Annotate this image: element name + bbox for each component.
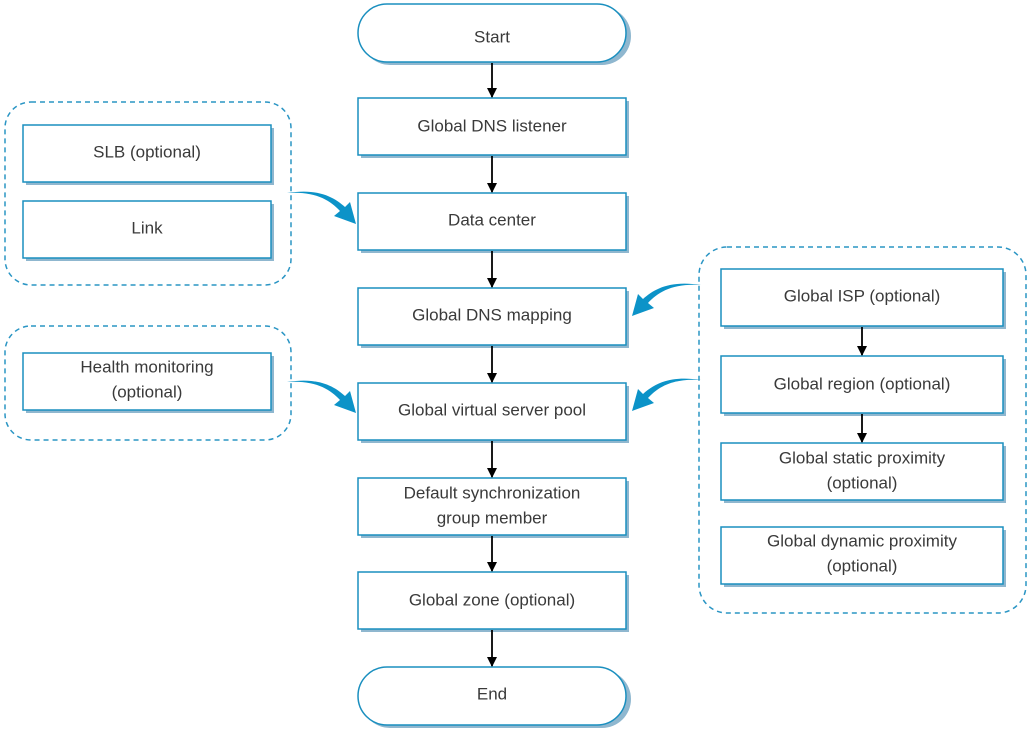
- health-node: Health monitoring (optional): [22, 352, 274, 413]
- data-center-node: Data center: [357, 192, 629, 253]
- curved-arrow-health-to-pool: [287, 380, 356, 413]
- vs-pool-label: Global virtual server pool: [398, 400, 586, 419]
- sync-member-node: Default synchronization group member: [357, 477, 629, 538]
- health-label-line2: (optional): [112, 382, 183, 401]
- static-proximity-label-line2: (optional): [827, 473, 898, 492]
- dns-listener-label: Global DNS listener: [417, 116, 567, 135]
- health-label-line1: Health monitoring: [80, 357, 213, 376]
- dns-mapping-label: Global DNS mapping: [412, 305, 572, 324]
- data-center-label: Data center: [448, 210, 536, 229]
- dynamic-proximity-label-line1: Global dynamic proximity: [767, 531, 957, 550]
- link-label: Link: [131, 218, 163, 237]
- zone-label: Global zone (optional): [409, 590, 575, 609]
- start-node: Start: [357, 3, 631, 65]
- group-global-settings: [698, 246, 1027, 614]
- dynamic-proximity-label-line2: (optional): [827, 556, 898, 575]
- start-label: Start: [474, 27, 510, 46]
- link-node: Link: [22, 200, 274, 261]
- isp-label: Global ISP (optional): [784, 286, 941, 305]
- curved-arrow-right-to-pool: [632, 378, 701, 411]
- curved-arrow-left-to-datacenter: [287, 191, 356, 224]
- dns-mapping-node: Global DNS mapping: [357, 287, 629, 348]
- static-proximity-label-line1: Global static proximity: [779, 448, 946, 467]
- slb-label: SLB (optional): [93, 142, 201, 161]
- dns-listener-node: Global DNS listener: [357, 97, 629, 158]
- dynamic-proximity-node: Global dynamic proximity (optional): [720, 526, 1006, 587]
- vs-pool-node: Global virtual server pool: [357, 382, 629, 443]
- end-label: End: [477, 684, 507, 703]
- sync-member-label-line1: Default synchronization: [404, 483, 581, 502]
- end-node: End: [357, 666, 631, 728]
- zone-node: Global zone (optional): [357, 571, 629, 632]
- slb-node: SLB (optional): [22, 124, 274, 185]
- sync-member-label-line2: group member: [437, 508, 548, 527]
- curved-arrow-right-to-mapping: [632, 283, 701, 316]
- region-label: Global region (optional): [774, 374, 951, 393]
- group-health: [4, 325, 292, 441]
- static-proximity-node: Global static proximity (optional): [720, 442, 1006, 503]
- region-node: Global region (optional): [720, 355, 1006, 416]
- group-slb-link: [4, 101, 292, 286]
- isp-node: Global ISP (optional): [720, 268, 1006, 329]
